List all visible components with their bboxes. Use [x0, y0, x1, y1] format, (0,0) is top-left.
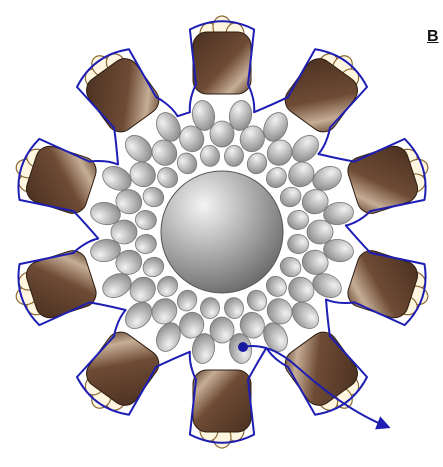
pearl-bead [174, 287, 200, 314]
pearl-bead [244, 150, 270, 177]
pearl-bead [147, 294, 182, 329]
pearl-bead [120, 130, 157, 167]
pearl-bead [147, 135, 182, 170]
pearl-bead [210, 317, 234, 343]
pearl-bead [287, 130, 324, 167]
pearl-bead [111, 220, 137, 244]
large-bead [193, 32, 251, 94]
pearl-bead [134, 233, 158, 255]
pearl-bead [287, 297, 324, 334]
large-bead-unit [193, 16, 251, 94]
pearl-bead [140, 184, 167, 210]
center-bead [161, 171, 283, 293]
pearl-bead [210, 121, 234, 147]
pearl-bead [153, 163, 181, 191]
pearl-bead [286, 209, 310, 231]
pearl-bead [120, 297, 157, 334]
pearl-bead [125, 157, 160, 192]
pearl-bead [284, 272, 319, 307]
diagram-label: B [427, 28, 439, 46]
pearl-bead [199, 296, 221, 320]
pearl-bead [284, 157, 319, 192]
large-bead-unit [344, 247, 436, 326]
pearl-bead [199, 144, 221, 168]
pearl-bead [262, 135, 297, 170]
large-bead-unit [344, 138, 436, 217]
large-bead [193, 370, 251, 432]
pearl-bead [262, 272, 290, 300]
pearl-bead [244, 287, 270, 314]
pearl-bead [307, 220, 333, 244]
pearl-bead [286, 233, 310, 255]
pearl-bead [262, 294, 297, 329]
pearl-bead [277, 254, 304, 280]
pearl-bead [174, 150, 200, 177]
pearl-bead [134, 209, 158, 231]
pearl-bead [223, 296, 245, 320]
large-bead-unit [193, 370, 251, 448]
pearl-bead [125, 272, 160, 307]
pearl-bead [262, 163, 290, 191]
pearl-bead [223, 144, 245, 168]
pearl-bead [153, 272, 181, 300]
pearl-bead [140, 254, 167, 280]
large-bead-unit [8, 247, 100, 326]
thread-start-dot [238, 342, 248, 352]
pearl-bead [277, 184, 304, 210]
large-bead-unit [8, 138, 100, 217]
